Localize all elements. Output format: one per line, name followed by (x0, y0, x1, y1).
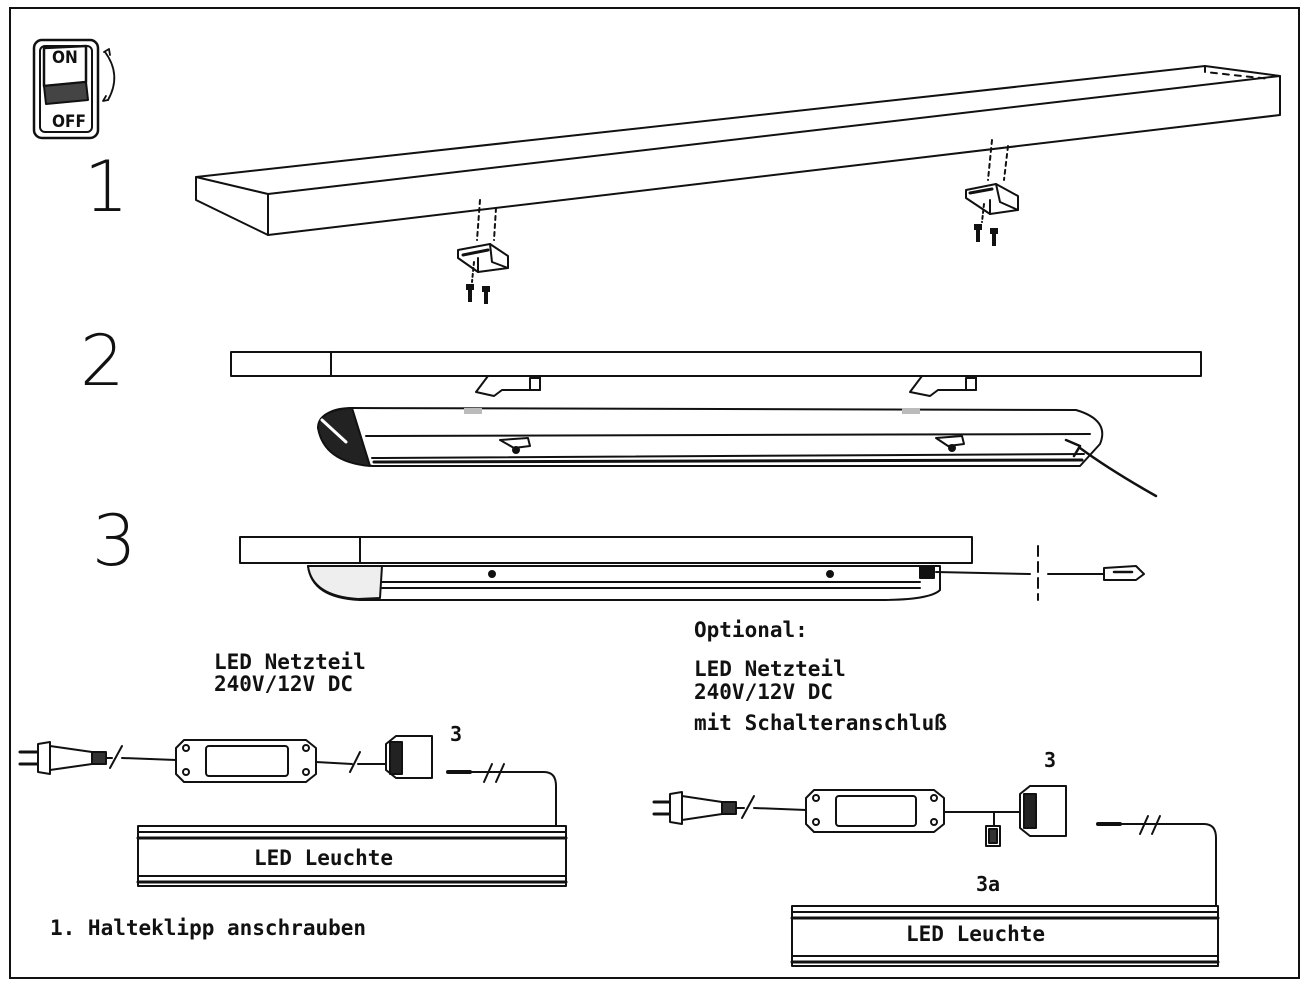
right-connector-number: 3 (1044, 748, 1057, 772)
cabinet-panel-step1 (195, 65, 1281, 236)
screws-2 (974, 224, 998, 246)
lamp-cable-right (1096, 815, 1217, 907)
cable-left-2 (315, 751, 387, 773)
right-supply-title-line2: 240V/12V DC (694, 680, 834, 704)
cabinet-panel-step2 (230, 351, 1202, 377)
instruction-caption: 1. Halteklipp anschrauben (50, 916, 367, 940)
switch-connector-3a (985, 825, 1001, 847)
mounting-clip-1 (457, 199, 509, 283)
lamp-bar-right (790, 905, 1220, 967)
distributor-box-right (1019, 785, 1067, 837)
mounting-clip-2 (965, 139, 1019, 223)
step-number-3: 3 (92, 500, 137, 582)
switch-on-label: ON (52, 48, 78, 68)
distributor-box-left (385, 735, 433, 779)
plug-icon-left (18, 741, 107, 775)
left-lamp-label: LED Leuchte (254, 846, 394, 870)
plug-icon-right (652, 791, 737, 825)
screws-1 (466, 284, 490, 304)
switch-connector-number: 3a (976, 872, 1001, 896)
step-number-1: 1 (84, 146, 129, 228)
left-supply-title-line1: LED Netzteil (214, 650, 366, 674)
right-lamp-label: LED Leuchte (906, 922, 1046, 946)
left-connector-number: 3 (450, 722, 463, 746)
led-luminaire-step3 (307, 545, 1145, 601)
step-number-2: 2 (80, 320, 125, 402)
lamp-cable-left (446, 763, 557, 827)
right-supply-title-line1: LED Netzteil (694, 657, 846, 681)
left-supply-title-line2: 240V/12V DC (214, 672, 354, 696)
cable-right-2 (943, 811, 1021, 827)
led-luminaire-step2 (317, 407, 1158, 498)
driver-left (175, 739, 317, 783)
right-supply-title-line3: mit Schalteranschluß (694, 711, 947, 735)
cabinet-panel-step3 (239, 536, 973, 564)
cable-left-1 (105, 745, 177, 769)
optional-label: Optional: (694, 618, 808, 642)
switch-off-label: OFF (52, 112, 86, 132)
rocker-switch-icon (32, 38, 116, 140)
clips-step2 (475, 375, 977, 397)
lamp-bar-left (136, 825, 568, 887)
diagram-frame (9, 7, 1300, 979)
cable-right-1 (735, 795, 807, 819)
driver-right (805, 789, 945, 833)
